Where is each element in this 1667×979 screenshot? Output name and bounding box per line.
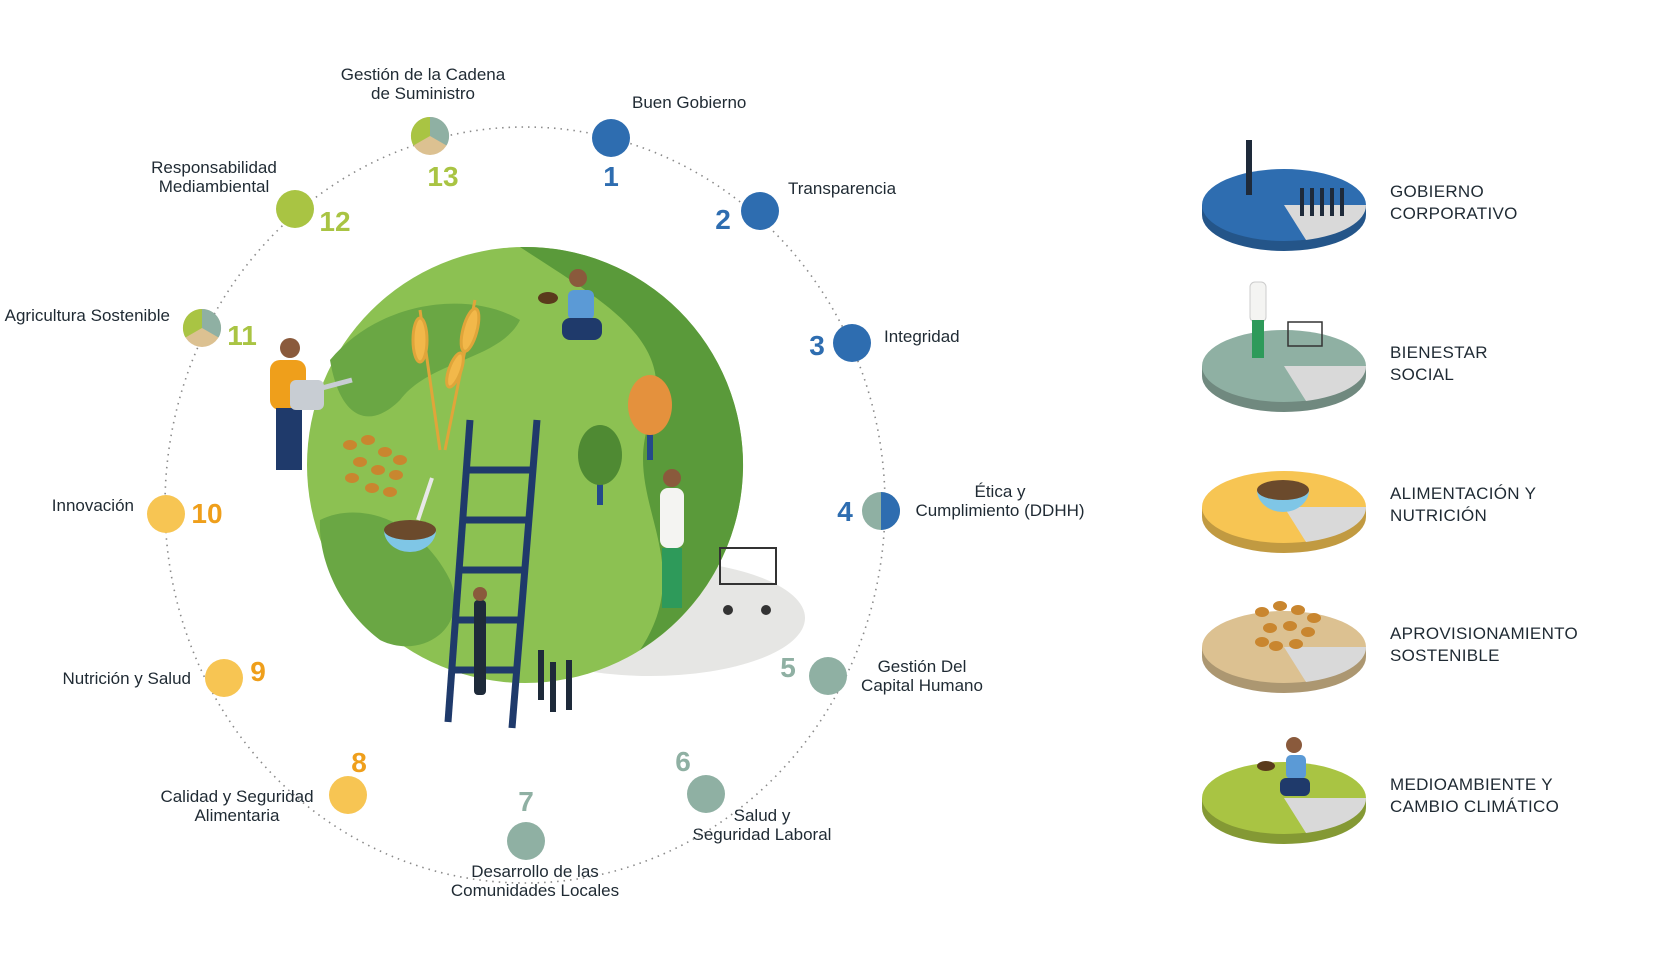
beans-icon	[343, 435, 407, 497]
marker-slice-social	[430, 116, 450, 146]
topic-label: Desarrollo de las	[471, 862, 599, 881]
legend-pie-slice	[1284, 647, 1367, 682]
topic-label: Gestión Del	[878, 657, 967, 676]
legend-label: BIENESTAR	[1390, 343, 1488, 362]
person-figures	[473, 587, 572, 712]
legend-item-social: BIENESTAR SOCIAL	[1202, 330, 1488, 412]
topic-number: 10	[191, 498, 222, 529]
topic-marker	[687, 775, 725, 813]
ladder-icon	[444, 419, 541, 729]
shopper-figure	[660, 469, 777, 615]
legend: GOBIERNO CORPORATIVO BIENESTAR SOCIAL ALIMEN…	[1202, 140, 1578, 844]
topic-label: Gestión de la Cadena	[341, 65, 506, 84]
legend-label: SOSTENIBLE	[1390, 646, 1500, 665]
topic-marker	[205, 659, 243, 697]
globe-illustration	[270, 246, 805, 729]
topic-9: 9 Nutrición y Salud	[62, 656, 266, 697]
legend-label: SOCIAL	[1390, 365, 1454, 384]
topic-2: 2 Transparencia	[715, 179, 896, 235]
topic-marker	[329, 776, 367, 814]
topic-label: Alimentaria	[194, 806, 280, 825]
globe-continent-dark	[520, 246, 744, 651]
topic-marker	[276, 190, 314, 228]
topic-label: Cumplimiento (DDHH)	[915, 501, 1084, 520]
topic-label: Integridad	[884, 327, 960, 346]
topic-number: 12	[319, 206, 350, 237]
legend-item-aprovisionamiento: APROVISIONAMIENTO SOSTENIBLE	[1202, 611, 1578, 693]
legend-item-gobierno: GOBIERNO CORPORATIVO	[1202, 169, 1518, 251]
topic-label: Capital Humano	[861, 676, 983, 695]
topic-label: de Suministro	[371, 84, 475, 103]
topic-label: Ética y	[974, 482, 1026, 501]
planting-figure	[538, 269, 602, 340]
legend-pie-slice	[1284, 205, 1367, 240]
legend-pie-slice	[1284, 798, 1367, 833]
topic-label: Salud y	[734, 806, 791, 825]
topic-number: 7	[518, 786, 534, 817]
topic-number: 1	[603, 161, 619, 192]
topic-marker	[833, 324, 871, 362]
topic-label: Comunidades Locales	[451, 881, 619, 900]
topic-number: 6	[675, 746, 691, 777]
topic-number: 9	[250, 656, 266, 687]
topic-label: Agricultura Sostenible	[5, 306, 170, 325]
topic-label: Responsabilidad	[151, 158, 277, 177]
topic-marker	[147, 495, 185, 533]
topic-marker	[741, 192, 779, 230]
topic-label: Mediambiental	[159, 177, 270, 196]
topic-label: Buen Gobierno	[632, 93, 746, 112]
topic-label: Transparencia	[788, 179, 897, 198]
topic-number: 3	[809, 330, 825, 361]
topic-label: Nutrición y Salud	[62, 669, 191, 688]
legend-pie-slice	[1284, 366, 1367, 401]
topic-number: 4	[837, 496, 853, 527]
legend-label: ALIMENTACIÓN Y	[1390, 484, 1536, 503]
legend-label: NUTRICIÓN	[1390, 506, 1487, 525]
legend-item-alimentacion: ALIMENTACIÓN Y NUTRICIÓN	[1202, 471, 1536, 553]
legend-label: APROVISIONAMIENTO	[1390, 624, 1578, 643]
topic-number: 5	[780, 652, 796, 683]
topic-marker	[809, 657, 847, 695]
legend-label: CAMBIO CLIMÁTICO	[1390, 797, 1559, 816]
gardener-figure	[270, 338, 353, 470]
topic-3: 3 Integridad	[809, 324, 960, 362]
topic-10: 10 Innovación	[52, 495, 223, 533]
topics-layer: 1 Buen Gobierno 2 Transparencia 3 Integridad 4…	[5, 65, 1085, 900]
topic-number: 13	[427, 161, 458, 192]
marker-slice-social	[202, 308, 222, 338]
topic-label: Seguridad Laboral	[693, 825, 832, 844]
wheat-icon	[411, 299, 481, 451]
topic-marker	[507, 822, 545, 860]
tree-icon	[578, 375, 672, 505]
legend-label: MEDIOAMBIENTE Y	[1390, 775, 1553, 794]
topic-label: Calidad y Seguridad	[160, 787, 313, 806]
topic-1: 1 Buen Gobierno	[592, 93, 746, 192]
marker-slice-env	[410, 116, 430, 146]
topic-number: 2	[715, 204, 731, 235]
topic-marker-half	[881, 492, 900, 530]
topic-number: 8	[351, 747, 367, 778]
legend-figures	[1246, 140, 1344, 796]
topic-label: Innovación	[52, 496, 134, 515]
legend-pie-slice	[1284, 507, 1367, 542]
cereal-bowl-icon	[384, 477, 436, 552]
legend-label: CORPORATIVO	[1390, 204, 1518, 223]
topic-marker	[592, 119, 630, 157]
legend-label: GOBIERNO	[1390, 182, 1484, 201]
topic-11: 11 Agricultura Sostenible	[5, 306, 257, 351]
topic-number: 11	[227, 320, 257, 351]
marker-slice-env	[182, 308, 202, 338]
legend-item-medioambiente: MEDIOAMBIENTE Y CAMBIO CLIMÁTICO	[1202, 762, 1559, 844]
